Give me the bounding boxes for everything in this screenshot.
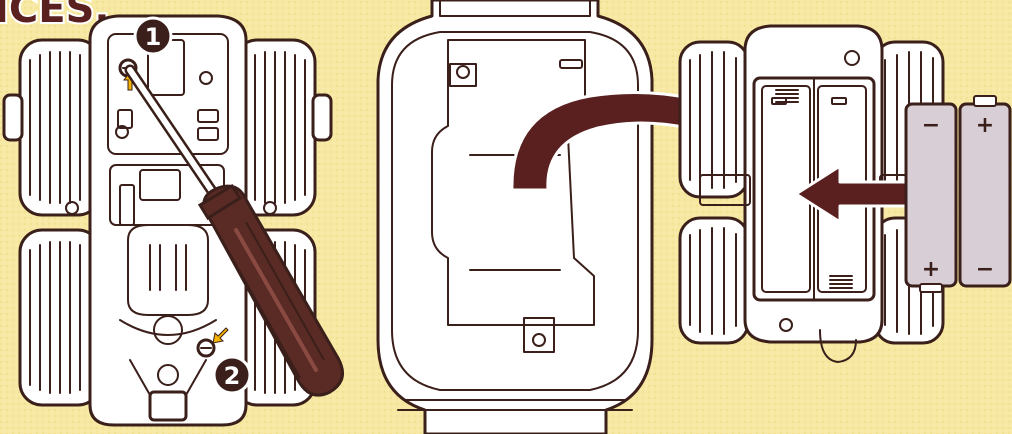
- step-number-1: 1: [145, 23, 162, 51]
- battery-2-top-symbol: +: [976, 113, 994, 138]
- wheel-3-rear-left: [680, 218, 748, 343]
- cover-body: [378, 0, 652, 434]
- panel-battery-cover: [378, 0, 652, 434]
- step-number-2: 2: [224, 362, 241, 390]
- step-badge-2: 2: [214, 357, 250, 393]
- battery-1: − +: [906, 104, 956, 292]
- battery-1-top-symbol: −: [922, 113, 940, 138]
- wheel-3-front-left: [680, 42, 748, 197]
- wheel-rear-left: [20, 230, 100, 405]
- battery-2: + −: [960, 96, 1010, 286]
- battery-2-bottom-symbol: −: [976, 257, 994, 282]
- step-badge-1: 1: [135, 18, 171, 54]
- battery-1-bottom-symbol: +: [922, 257, 940, 282]
- wheel-front-left: [20, 40, 100, 215]
